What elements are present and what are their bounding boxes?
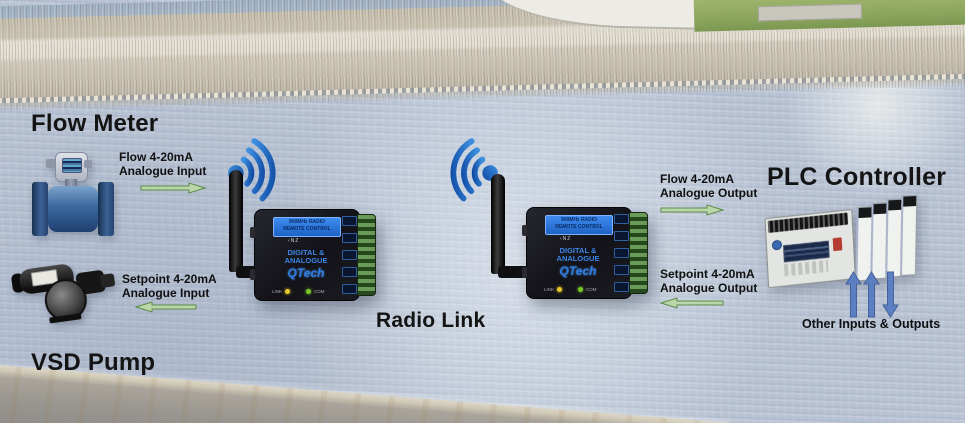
- antenna-icon: [229, 170, 243, 272]
- flow-meter-flange: [98, 182, 114, 236]
- link-led: [285, 288, 291, 294]
- setpoint-input-label: Setpoint 4-20mA Analogue Input: [122, 272, 217, 300]
- flow-output-label: Flow 4-20mA Analogue Output: [660, 172, 758, 200]
- plc-controller-title: PLC Controller: [767, 163, 947, 191]
- flow-meter-flange: [32, 182, 48, 236]
- radio-product-band: 900MHz RADIO REMOTE CONTROL: [545, 215, 613, 235]
- concrete-slab: [757, 3, 863, 22]
- radio-transceiver-left: 900MHz RADIO REMOTE CONTROL ‹NZ DIGITAL …: [250, 209, 376, 301]
- flow-meter-fitting: [84, 160, 92, 168]
- other-io-label: Other Inputs & Outputs: [802, 317, 941, 331]
- flow-input-label: Flow 4-20mA Analogue Input: [119, 150, 207, 178]
- mounting-tab: [250, 269, 255, 280]
- mounting-tab: [522, 267, 527, 278]
- setpoint-input-arrow-left: [134, 301, 197, 313]
- plc-brand-badge: [771, 239, 783, 251]
- flow-meter-image: [32, 151, 114, 239]
- io-arrow-down: [882, 271, 899, 318]
- io-arrow-up: [863, 271, 880, 318]
- flow-meter-body: [48, 186, 98, 232]
- flow-meter-display: [62, 158, 82, 173]
- vsd-pump-title: VSD Pump: [31, 349, 156, 376]
- pump-port: [99, 273, 116, 288]
- setpoint-output-label: Setpoint 4-20mA Analogue Output: [660, 267, 758, 295]
- radio-type-label: DIGITAL & ANALOGUE: [556, 246, 600, 263]
- terminal-block: [357, 214, 376, 296]
- terminal-labels: [614, 214, 629, 292]
- flow-output-arrow-right: [660, 204, 725, 216]
- radio-transceiver-right: 900MHz RADIO REMOTE CONTROL ‹NZ DIGITAL …: [522, 207, 648, 299]
- qtech-logo: QTech: [559, 264, 597, 278]
- plc-red-tag: [832, 237, 843, 252]
- link-led: [557, 286, 563, 292]
- flow-meter-title: Flow Meter: [31, 110, 159, 137]
- plc-io-module: [899, 194, 918, 276]
- radio-led-row: LINK COM: [272, 288, 325, 294]
- plc-keypad: [783, 259, 829, 277]
- setpoint-output-arrow-left: [659, 297, 724, 309]
- radio-product-band: 900MHz RADIO REMOTE CONTROL: [273, 217, 341, 237]
- antenna-icon: [491, 174, 505, 274]
- radio-link-title: Radio Link: [376, 309, 486, 332]
- terminal-labels: [342, 216, 357, 294]
- com-led: [578, 286, 584, 292]
- flow-meter-neck: [65, 179, 77, 187]
- terminal-block: [629, 212, 648, 294]
- radio-led-row: LINK COM: [544, 286, 597, 292]
- flow-meter-fitting: [46, 159, 56, 168]
- mounting-tab: [250, 227, 255, 238]
- plc-cpu-module: [764, 209, 856, 289]
- radio-mark: ‹NZ: [288, 238, 300, 244]
- plc-terminal-strip: [767, 212, 848, 233]
- com-led: [306, 288, 312, 294]
- flow-meter-transmitter-head: [55, 152, 88, 182]
- io-arrow-up: [845, 271, 862, 318]
- radio-mark: ‹NZ: [560, 236, 572, 242]
- flow-input-arrow-right: [140, 182, 207, 194]
- mounting-tab: [522, 225, 527, 236]
- plc-display: [782, 240, 830, 263]
- qtech-logo: QTech: [287, 266, 325, 280]
- wifi-signal-icon: [438, 136, 500, 209]
- radio-type-label: DIGITAL & ANALOGUE: [284, 248, 328, 265]
